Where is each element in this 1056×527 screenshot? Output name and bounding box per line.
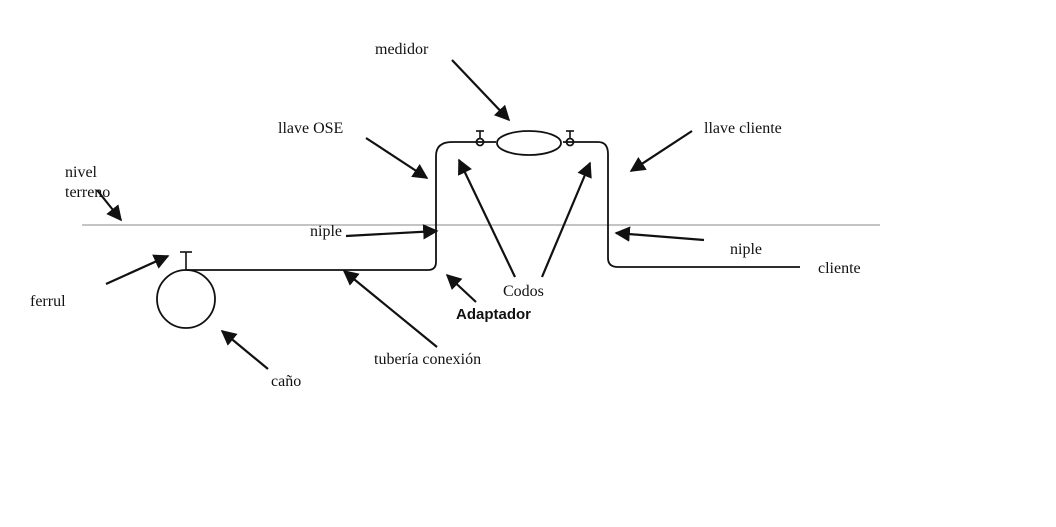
label-ferrul: ferrul bbox=[30, 293, 66, 310]
arrow-tuberia bbox=[342, 270, 438, 348]
label-cano: caño bbox=[271, 373, 302, 390]
arrow-adaptador bbox=[445, 273, 477, 303]
label-nivel: nivel bbox=[65, 164, 97, 181]
ose-valve-circle bbox=[475, 137, 485, 147]
arrow-niple-left bbox=[345, 224, 439, 240]
arrow-codos-right bbox=[540, 161, 592, 278]
label-niple-right: niple bbox=[730, 241, 762, 258]
arrow-ferrul bbox=[105, 254, 170, 286]
arrow-llave-ose bbox=[365, 137, 429, 179]
label-cliente: cliente bbox=[818, 260, 861, 277]
meter-ellipse bbox=[496, 130, 562, 156]
client-pipe bbox=[563, 141, 800, 268]
label-terreno: terreno bbox=[65, 184, 111, 201]
arrow-cano bbox=[220, 330, 269, 370]
label-medidor: medidor bbox=[375, 41, 429, 58]
label-codos: Codos bbox=[503, 283, 544, 300]
label-llave-cliente: llave cliente bbox=[704, 120, 782, 137]
connection-pipe bbox=[186, 141, 496, 271]
arrow-niple-right bbox=[614, 226, 705, 242]
main-pipe-circle bbox=[156, 269, 216, 329]
arrow-medidor bbox=[451, 59, 511, 122]
label-adaptador: Adaptador bbox=[456, 306, 531, 323]
client-valve-circle bbox=[565, 137, 575, 147]
arrow-nivel-terreno bbox=[96, 189, 122, 222]
label-niple-left: niple bbox=[310, 223, 342, 240]
label-llave-ose: llave OSE bbox=[278, 120, 344, 137]
arrow-llave-cliente bbox=[629, 130, 693, 172]
label-tuberia-conexion: tubería conexión bbox=[374, 351, 482, 368]
arrow-codos-left bbox=[458, 158, 516, 278]
